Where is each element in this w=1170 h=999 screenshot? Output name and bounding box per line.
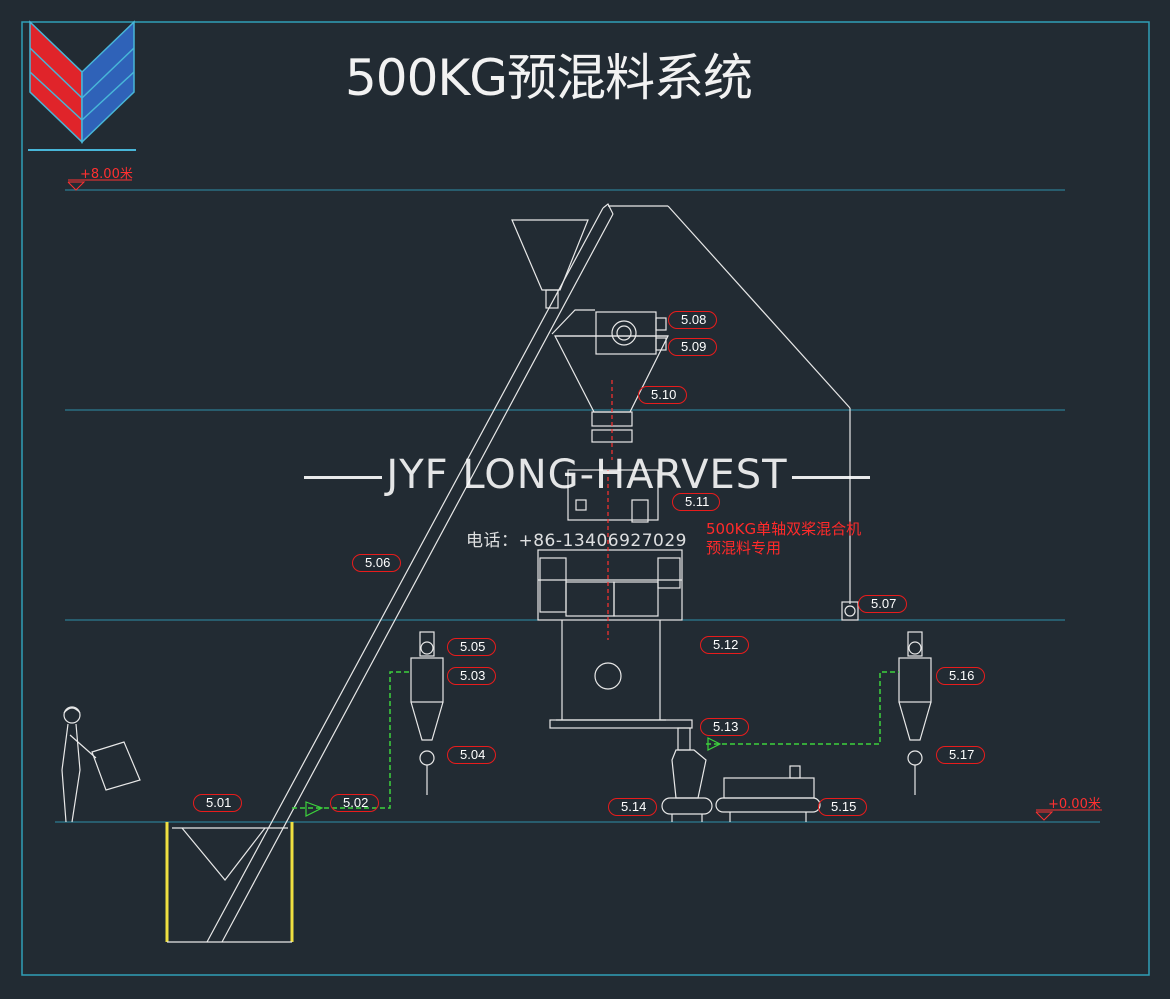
mixer-5-11 xyxy=(537,469,683,640)
floor-lines xyxy=(55,189,1100,823)
elevation-label-top: +8.00米 xyxy=(80,167,133,182)
tag-5-17: 5.17 xyxy=(936,746,986,764)
mixer-note-line2: 预混料专用 xyxy=(706,539,782,557)
tag-5-11: 5.11 xyxy=(672,493,721,511)
feed-pit-hopper xyxy=(165,822,294,943)
tag-5-08: 5.08 xyxy=(668,311,718,329)
company-logo xyxy=(28,20,136,151)
tag-5-13: 5.13 xyxy=(700,718,750,736)
watermark-dash-right xyxy=(791,475,870,479)
elevation-marker-top xyxy=(67,179,132,191)
drawing-frame xyxy=(21,21,1150,976)
watermark-brand-text: JYF LONG-HARVEST xyxy=(386,452,788,498)
tag-5-12: 5.12 xyxy=(700,636,750,654)
discharge-and-packer xyxy=(661,727,713,822)
fan-5-07 xyxy=(841,601,859,621)
tag-5-04: 5.04 xyxy=(447,746,497,764)
tag-5-02: 5.02 xyxy=(330,794,380,812)
watermark-phone: 电话：+86-13406927029 xyxy=(466,531,687,551)
elevation-marker-ground xyxy=(1035,809,1102,821)
watermark-brand: JYF LONG-HARVEST xyxy=(292,452,882,498)
dust-pipes xyxy=(292,671,899,809)
tag-5-15: 5.15 xyxy=(818,798,868,816)
tag-5-05: 5.05 xyxy=(447,638,497,656)
feeder-box xyxy=(595,311,667,355)
page-title: 500KG预混料系统 xyxy=(345,49,753,107)
tag-5-07: 5.07 xyxy=(858,595,908,613)
tag-5-09: 5.09 xyxy=(668,338,718,356)
tag-5-16: 5.16 xyxy=(936,667,986,685)
dust-collector-left xyxy=(410,631,444,795)
inclined-elevator xyxy=(206,203,851,943)
dust-collector-right xyxy=(898,631,932,795)
elevation-label-ground: +0.00米 xyxy=(1048,797,1101,812)
buffer-hopper xyxy=(551,309,669,460)
dust-hoods xyxy=(305,737,722,817)
tag-5-14: 5.14 xyxy=(608,798,658,816)
tag-5-06: 5.06 xyxy=(352,554,402,572)
sewing-conveyor-5-15 xyxy=(715,765,821,822)
tag-5-01: 5.01 xyxy=(193,794,243,812)
worker-figure xyxy=(61,706,141,823)
tag-5-10: 5.10 xyxy=(638,386,688,404)
tag-5-03: 5.03 xyxy=(447,667,497,685)
support-base-5-12 xyxy=(549,620,693,729)
mixer-note-line1: 500KG单轴双桨混合机 xyxy=(706,520,862,538)
top-funnel xyxy=(511,219,589,309)
watermark-dash-left xyxy=(304,475,383,479)
mixer-note: 500KG单轴双桨混合机 预混料专用 xyxy=(706,520,861,558)
